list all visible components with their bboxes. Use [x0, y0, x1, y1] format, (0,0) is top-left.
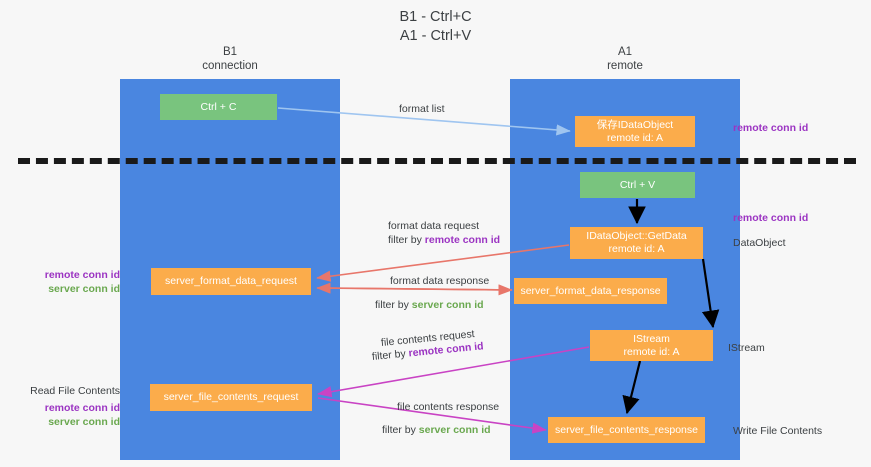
edge-label-format-data-request-text: format data request [388, 220, 480, 232]
node-idataobject-getdata[interactable]: IDataObject::GetData remote id: A [570, 227, 703, 259]
side-label-remote-conn-id-mid-text: remote conn id [733, 212, 809, 224]
node-server-file-contents-request-label: server_file_contents_request [163, 391, 299, 403]
node-server-file-contents-response-label: server_file_contents_response [554, 423, 698, 436]
side-label-write-file-contents: Write File Contents [733, 424, 822, 438]
side-label-remote-conn-id-1: remote conn id [44, 269, 120, 281]
edge-label-format-data-response-filter: filter by server conn id [375, 298, 484, 312]
node-istream[interactable]: IStream remote id: A [590, 330, 713, 361]
node-istream-remote-id: remote id: A [623, 345, 680, 358]
node-server-format-data-response[interactable]: server_format_data_response [514, 278, 667, 304]
column-b1-role: connection [202, 60, 258, 72]
side-label-istream: IStream [728, 341, 765, 355]
node-server-format-data-response-label: server_format_data_response [520, 284, 661, 297]
filter-prefix: filter by [375, 299, 412, 311]
column-b1-name: B1 [222, 46, 238, 58]
column-header-a1: A1 remote [510, 45, 740, 73]
edge-istream-to-file-contents-response [622, 360, 642, 415]
filter-key-server-conn-id: server conn id [418, 424, 491, 436]
column-a1-name: A1 [617, 46, 633, 58]
filter-prefix: filter by [371, 347, 410, 363]
side-label-istream-text: IStream [728, 342, 765, 354]
side-label-read-file-contents-text: Read File Contents [30, 385, 120, 397]
edge-label-file-contents-response-filter: filter by server conn id [382, 423, 491, 437]
edge-label-format-data-request-filter: filter by remote conn id [388, 233, 500, 247]
title-line-2: A1 - Ctrl+V [399, 28, 472, 44]
side-label-server-conn-id-2: server conn id [48, 416, 120, 428]
side-label-remote-conn-id-2: remote conn id [44, 402, 120, 414]
filter-prefix: filter by [382, 424, 419, 436]
column-header-b1: B1 connection [120, 45, 340, 73]
node-getdata-title: IDataObject::GetData [586, 230, 687, 242]
node-save-idataobject-remote-id: remote id: A [606, 131, 664, 144]
side-label-server-conn-id-1: server conn id [48, 283, 120, 295]
node-ctrl-c-label: Ctrl + C [200, 100, 237, 113]
edge-file-contents-response [317, 397, 547, 434]
node-save-idataobject[interactable]: 保存IDataObject remote id: A [575, 116, 695, 147]
node-save-idataobject-title: 保存IDataObject [596, 118, 674, 131]
node-getdata-remote-id: remote id: A [608, 243, 665, 255]
node-server-format-data-request-label: server_format_data_request [165, 275, 297, 287]
edge-label-format-list-text: format list [399, 103, 445, 115]
edge-label-format-data-response-text: format data response [390, 275, 490, 287]
node-ctrl-v[interactable]: Ctrl + V [580, 172, 695, 198]
edge-format-data-response-right [329, 284, 513, 296]
page-title: B1 - Ctrl+C A1 - Ctrl+V [0, 8, 871, 46]
edge-label-format-data-request: format data request [388, 219, 479, 233]
edge-getdata-to-istream [701, 258, 720, 329]
filter-prefix: filter by [388, 234, 425, 246]
side-label-remote-conn-id-top: remote conn id [733, 121, 808, 135]
edge-file-contents-request [317, 346, 590, 398]
node-istream-title: IStream [633, 332, 670, 345]
filter-key-remote-conn-id: remote conn id [424, 234, 501, 246]
side-label-remote-conn-id-mid: remote conn id [733, 211, 808, 225]
side-label-dataobject: DataObject [733, 236, 786, 250]
side-label-dataobject-text: DataObject [733, 237, 786, 249]
edge-format-list [277, 107, 571, 136]
edge-label-file-contents-response-text: file contents response [397, 401, 500, 413]
edge-label-file-contents-response: file contents response [397, 400, 499, 414]
node-server-format-data-request[interactable]: server_format_data_request [151, 268, 311, 295]
side-label-conn-ids-top: remote conn id server conn id [20, 268, 120, 296]
side-label-remote-conn-id-top-text: remote conn id [733, 122, 809, 134]
node-server-file-contents-response[interactable]: server_file_contents_response [548, 417, 705, 443]
title-line-1: B1 - Ctrl+C [399, 9, 472, 25]
node-server-file-contents-request[interactable]: server_file_contents_request [150, 384, 312, 411]
edge-label-format-data-response: format data response [390, 274, 489, 288]
edge-label-format-list: format list [399, 102, 445, 116]
phase-divider [18, 158, 856, 164]
filter-key-server-conn-id: server conn id [411, 299, 484, 311]
node-ctrl-c[interactable]: Ctrl + C [160, 94, 277, 120]
side-label-conn-ids-bottom: remote conn id server conn id [20, 401, 120, 429]
column-a1-role: remote [607, 60, 643, 72]
edge-format-data-request [316, 244, 570, 282]
node-ctrl-v-label: Ctrl + V [619, 178, 656, 191]
side-label-write-file-contents-text: Write File Contents [733, 425, 823, 437]
side-label-read-file-contents: Read File Contents [20, 384, 120, 398]
